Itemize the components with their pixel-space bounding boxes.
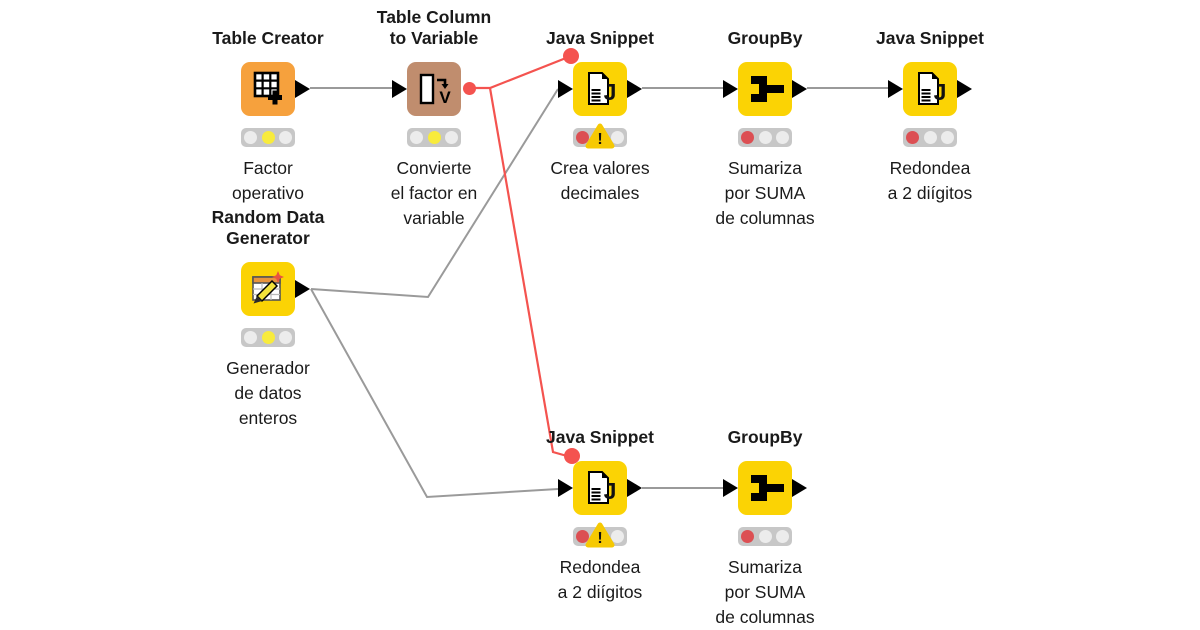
- wire-randomdata-to-javasnippet-top[interactable]: [310, 88, 559, 299]
- input-port[interactable]: [558, 80, 573, 98]
- node-title: Random Data Generator: [211, 207, 325, 248]
- random-data-generator-icon: [252, 271, 284, 304]
- node-title: Java Snippet: [546, 427, 654, 447]
- node-label[interactable]: Crea valores decimales: [550, 158, 650, 203]
- groupby-icon: [751, 76, 784, 102]
- output-port[interactable]: [627, 479, 642, 497]
- node-title: GroupBy: [727, 28, 803, 48]
- node-groupby-bottom[interactable]: GroupBy Sumariza por SUMA de columnas: [715, 427, 814, 627]
- java-snippet-icon: J: [588, 72, 617, 105]
- input-port[interactable]: [392, 80, 407, 98]
- node-label[interactable]: Convierte el factor en variable: [390, 158, 478, 228]
- output-port[interactable]: [295, 80, 310, 98]
- java-snippet-icon: J: [918, 72, 947, 105]
- node-title: Table Creator: [212, 28, 324, 48]
- svg-text:J: J: [934, 79, 947, 105]
- traffic-light: [241, 328, 295, 347]
- traffic-light: [903, 128, 957, 147]
- node-java-snippet-crea-valores[interactable]: Java Snippet J ! Crea valores decimales: [546, 28, 654, 203]
- java-snippet-icon: J: [588, 471, 617, 504]
- variable-wire-to-javasnippet-top[interactable]: [475, 56, 567, 90]
- node-random-data-generator[interactable]: Random Data Generator Generador de datos…: [212, 207, 325, 428]
- node-java-snippet-redondea-bottom[interactable]: Java Snippet J ! Redondea a 2 diígitos: [546, 427, 654, 602]
- warning-icon[interactable]: !: [585, 123, 615, 150]
- flow-variable-input-dot[interactable]: [563, 48, 579, 64]
- svg-text:J: J: [604, 478, 617, 504]
- input-port[interactable]: [558, 479, 573, 497]
- input-port[interactable]: [723, 80, 738, 98]
- groupby-icon: [751, 475, 784, 501]
- input-port[interactable]: [888, 80, 903, 98]
- output-port[interactable]: [792, 80, 807, 98]
- node-table-column-to-variable[interactable]: Table Column to Variable V Convierte el …: [377, 7, 491, 228]
- traffic-light: [738, 128, 792, 147]
- traffic-light: [407, 128, 461, 147]
- node-table-creator[interactable]: Table Creator Factor operativo: [212, 28, 324, 203]
- table-creator-icon: [253, 71, 282, 105]
- node-title: GroupBy: [727, 427, 803, 447]
- table-column-to-variable-icon: V: [419, 73, 451, 107]
- svg-text:J: J: [604, 79, 617, 105]
- node-title: Java Snippet: [876, 28, 984, 48]
- svg-text:!: !: [597, 530, 602, 547]
- node-label[interactable]: Generador de datos enteros: [226, 358, 310, 428]
- node-groupby-top[interactable]: GroupBy Sumariza por SUMA de columnas: [715, 28, 814, 228]
- node-label[interactable]: Redondea a 2 diígitos: [557, 557, 643, 602]
- node-label[interactable]: Redondea a 2 diígitos: [887, 158, 973, 203]
- node-title: Java Snippet: [546, 28, 654, 48]
- output-port[interactable]: [295, 280, 310, 298]
- warning-icon[interactable]: !: [585, 522, 615, 549]
- flow-variable-output-port[interactable]: [463, 82, 476, 95]
- node-label[interactable]: Sumariza por SUMA de columnas: [715, 557, 815, 627]
- node-title: Table Column to Variable: [376, 7, 492, 48]
- wire-randomdata-to-javasnippet-bottom[interactable]: [310, 288, 559, 499]
- output-port[interactable]: [627, 80, 642, 98]
- node-label[interactable]: Factor operativo: [232, 158, 304, 203]
- node-java-snippet-redondea-top[interactable]: Java Snippet J Redondea a 2 diígitos: [876, 28, 984, 203]
- input-port[interactable]: [723, 479, 738, 497]
- variable-wire-to-javasnippet-bottom[interactable]: [488, 87, 568, 458]
- traffic-light: [241, 128, 295, 147]
- output-port[interactable]: [957, 80, 972, 98]
- flow-variable-input-dot[interactable]: [564, 448, 580, 464]
- svg-text:!: !: [597, 131, 602, 148]
- output-port[interactable]: [792, 479, 807, 497]
- node-label[interactable]: Sumariza por SUMA de columnas: [715, 158, 815, 228]
- traffic-light: [738, 527, 792, 546]
- svg-text:V: V: [439, 88, 451, 107]
